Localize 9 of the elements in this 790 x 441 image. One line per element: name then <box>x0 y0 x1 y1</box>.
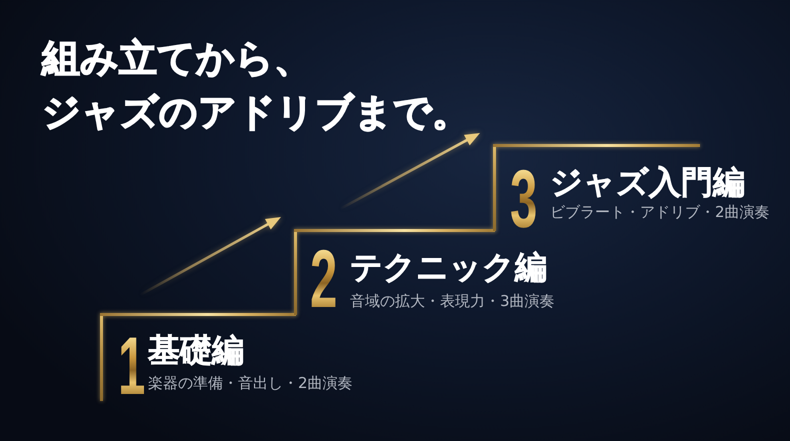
step-description: ビブラート・アドリブ・2曲演奏 <box>550 203 770 221</box>
step-heading: テクニック編 <box>350 249 547 285</box>
step-description: 音域の拡大・表現力・3曲演奏 <box>350 292 555 310</box>
step-heading: ジャズ入門編 <box>550 164 745 200</box>
title: 組み立てから、ジャズのアドリブまで。 <box>42 35 470 136</box>
stair-step <box>294 229 554 313</box>
step-heading: 基礎編 <box>148 332 244 368</box>
step-description: 楽器の準備・音出し・2曲演奏 <box>148 374 353 392</box>
step-number: 3 <box>510 169 538 230</box>
